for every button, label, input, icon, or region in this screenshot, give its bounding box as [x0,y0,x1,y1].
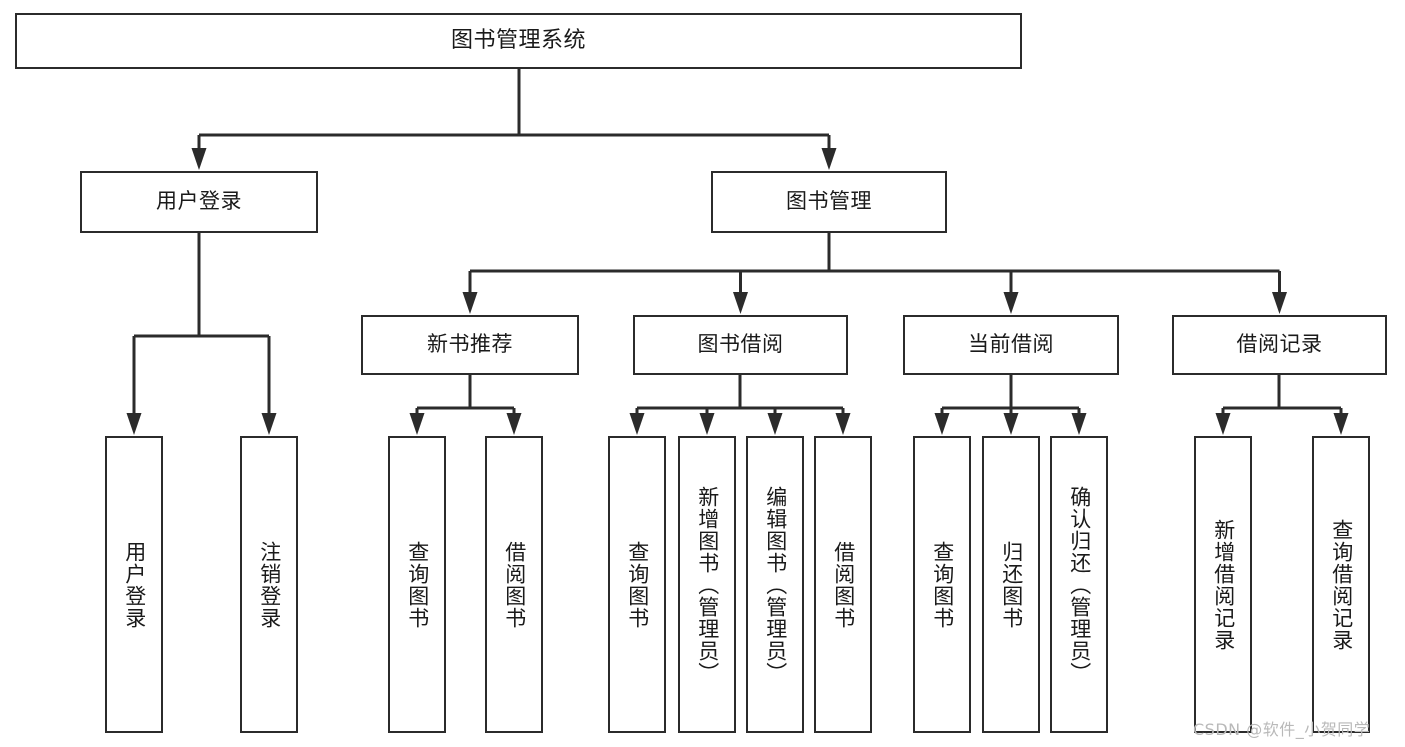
arrow-head [767,413,783,435]
node-label-leaf-query-record: 查询借阅记录 [1329,518,1354,651]
node-leaf-borrow-book-1[interactable]: 借阅图书 [485,436,543,733]
node-label-leaf-query-book-1: 查询图书 [405,540,430,629]
node-borrow-record[interactable]: 借阅记录 [1172,315,1387,375]
arrow-head [1272,292,1287,314]
node-label-leaf-edit-book: 编辑图书（管理员） [763,485,788,684]
node-label-leaf-query-book-3: 查询图书 [930,540,955,629]
node-leaf-query-record[interactable]: 查询借阅记录 [1312,436,1370,733]
node-current-borrow[interactable]: 当前借阅 [903,315,1119,375]
node-label-borrow-record: 借阅记录 [1236,332,1323,357]
node-leaf-logout[interactable]: 注销登录 [240,436,298,733]
node-label-leaf-return-book: 归还图书 [999,540,1024,629]
node-user-login[interactable]: 用户登录 [80,171,318,233]
arrow-head [1215,413,1231,435]
arrow-head [821,148,837,170]
node-label-leaf-user-login: 用户登录 [122,540,147,629]
node-label-leaf-add-record: 新增借阅记录 [1211,518,1236,651]
arrow-head [1071,413,1087,435]
node-book-borrow[interactable]: 图书借阅 [633,315,848,375]
node-label-user-login: 用户登录 [156,189,242,214]
arrow-head [699,413,715,435]
connector-lines [126,69,1349,435]
node-root[interactable]: 图书管理系统 [15,13,1022,69]
arrow-head [1003,292,1019,314]
arrow-head [462,292,478,314]
node-label-root: 图书管理系统 [450,27,586,53]
node-leaf-edit-book[interactable]: 编辑图书（管理员） [746,436,804,733]
arrow-head [1333,413,1349,435]
arrow-head [409,413,425,435]
node-new-book-recommend[interactable]: 新书推荐 [361,315,579,375]
node-label-new-book-recommend: 新书推荐 [427,332,513,357]
arrow-head [835,413,851,435]
node-leaf-return-book[interactable]: 归还图书 [982,436,1040,733]
node-label-book-borrow: 图书借阅 [697,332,784,357]
node-label-leaf-query-book-2: 查询图书 [625,540,650,629]
node-label-leaf-borrow-book-1: 借阅图书 [502,540,527,629]
node-label-leaf-confirm-return: 确认归还（管理员） [1067,485,1092,684]
arrow-head [629,413,645,435]
arrow-head [1003,413,1019,435]
node-leaf-query-book-2[interactable]: 查询图书 [608,436,666,733]
node-label-leaf-logout: 注销登录 [257,540,282,629]
node-label-book-manage: 图书管理 [786,189,872,214]
node-leaf-query-book-1[interactable]: 查询图书 [388,436,446,733]
node-label-leaf-add-book: 新增图书（管理员） [695,485,720,684]
node-leaf-add-book[interactable]: 新增图书（管理员） [678,436,736,733]
node-leaf-user-login[interactable]: 用户登录 [105,436,163,733]
node-book-manage[interactable]: 图书管理 [711,171,947,233]
arrow-head [506,413,522,435]
node-leaf-add-record[interactable]: 新增借阅记录 [1194,436,1252,733]
arrow-head [934,413,950,435]
node-leaf-query-book-3[interactable]: 查询图书 [913,436,971,733]
node-label-current-borrow: 当前借阅 [968,332,1054,357]
node-leaf-borrow-book-2[interactable]: 借阅图书 [814,436,872,733]
node-leaf-confirm-return[interactable]: 确认归还（管理员） [1050,436,1108,733]
arrow-head [126,413,142,435]
arrow-head [733,292,748,314]
node-label-leaf-borrow-book-2: 借阅图书 [831,540,856,629]
arrow-head [261,413,277,435]
arrow-head [191,148,207,170]
